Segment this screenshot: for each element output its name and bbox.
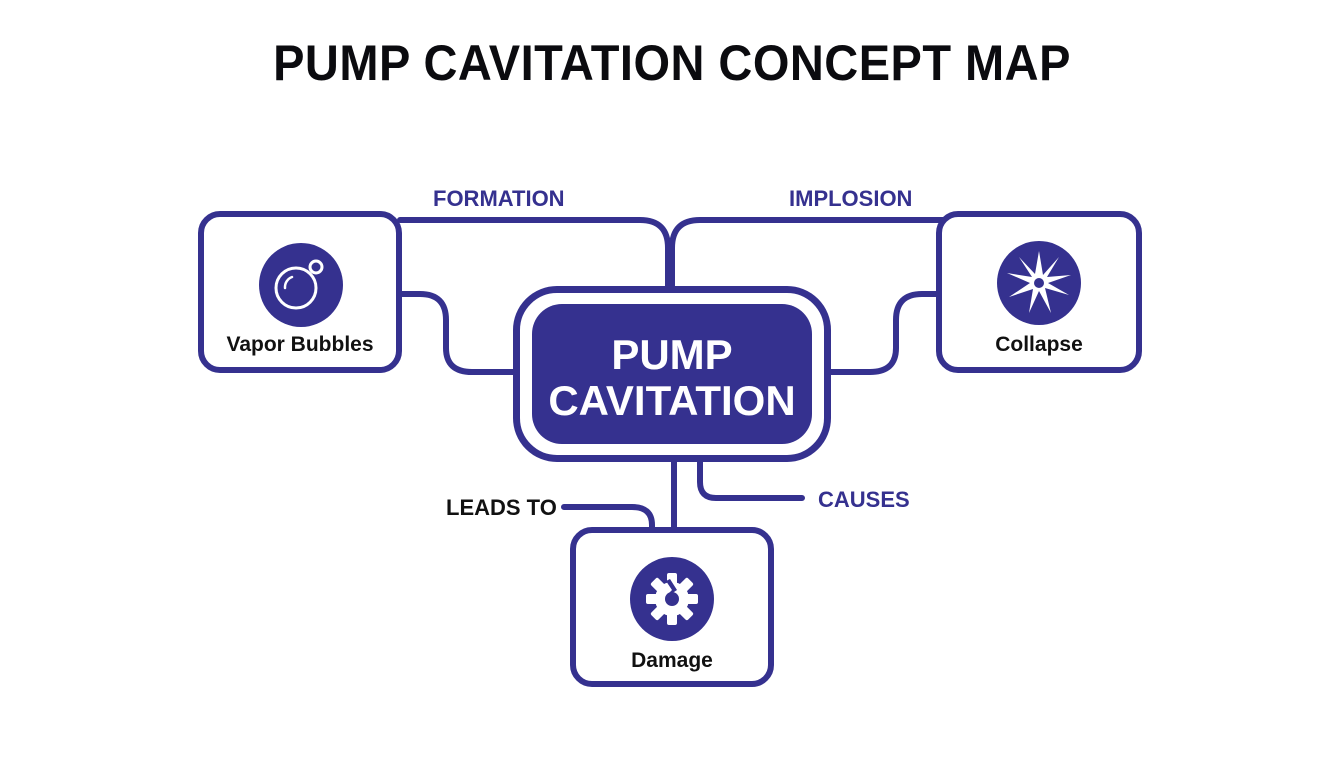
broken-gear-icon — [630, 557, 714, 641]
bubble-icon — [259, 243, 343, 327]
node-damage[interactable]: Damage — [570, 527, 774, 687]
center-line-2: CAVITATION — [548, 377, 796, 424]
connector-implosion — [669, 217, 947, 293]
node-collapse[interactable]: Collapse — [936, 211, 1142, 373]
connector-vapor-center — [397, 291, 519, 375]
center-node-fill: PUMP CAVITATION — [532, 304, 812, 444]
node-label-vapor-bubbles: Vapor Bubbles — [226, 333, 374, 356]
page-title: PUMP CAVITATION CONCEPT MAP — [273, 35, 1071, 91]
center-node[interactable]: PUMP CAVITATION — [513, 286, 831, 462]
edge-label-leads-to: LEADS TO — [446, 495, 557, 520]
connector-collapse-center — [825, 291, 947, 375]
node-vapor-bubbles[interactable]: Vapor Bubbles — [198, 211, 402, 373]
connector-causes — [697, 457, 805, 501]
edge-label-formation: FORMATION — [433, 186, 565, 211]
connector-leads-to — [561, 504, 655, 535]
center-line-1: PUMP — [611, 331, 733, 378]
burst-icon — [997, 241, 1081, 325]
edge-label-implosion: IMPLOSION — [789, 186, 913, 211]
node-label-collapse: Collapse — [995, 333, 1083, 356]
node-label-damage: Damage — [631, 649, 713, 672]
edge-label-causes: CAUSES — [818, 487, 910, 512]
connector-formation — [397, 217, 671, 293]
